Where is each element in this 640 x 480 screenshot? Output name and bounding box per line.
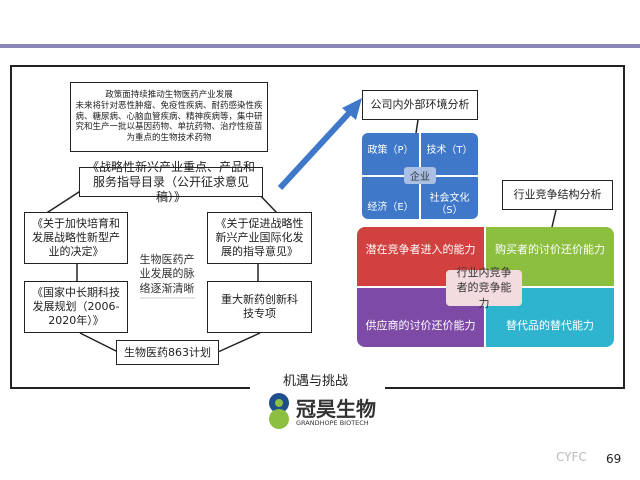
force-center: 行业内竞争者的竞争能力: [446, 266, 522, 310]
policy-line2: 未来将针对恶性肿瘤、免疫性疾病、耐药感染性疾病、糖尿病、心脑血管疾病、精神疾病等…: [75, 101, 263, 143]
logo-en: GRANDHOPE BIOTECH: [296, 419, 369, 427]
arrow-icon: [277, 98, 362, 191]
connector: [217, 332, 261, 353]
logo-icon: [269, 393, 289, 429]
logo: 冠昊生物 GRANDHOPE BIOTECH: [266, 393, 376, 433]
policy-box: 政策面持续推动生物医药产业发展未来将针对恶性肿瘤、免疫性疾病、耐药感染性疾病、糖…: [70, 82, 268, 152]
pest-center: 企业: [404, 167, 436, 184]
connector: [79, 332, 119, 353]
watermark: CYFC: [556, 450, 587, 464]
major-project-box: 重大新药创新科技专项: [207, 281, 312, 333]
pest-s: 社会文化（S）: [421, 177, 478, 219]
plan-863-box: 生物医药863计划: [116, 340, 219, 365]
logo-cn: 冠昊生物: [296, 397, 376, 421]
connector: [551, 209, 557, 228]
policy-line1: 政策面持续推动生物医药产业发展: [105, 90, 233, 101]
frame-title: 机遇与挑战: [283, 374, 349, 389]
industry-analysis-box: 行业竞争结构分析: [502, 180, 613, 210]
pest-e: 经济（E）: [362, 177, 419, 219]
decision-doc-box: 《关于加快培育和发展战略性新型产业的决定》: [24, 212, 128, 264]
force-buyers: 购买者的讨价还价能力: [486, 227, 614, 286]
header-divider: [0, 44, 640, 48]
page-number: 69: [606, 452, 622, 466]
pest-grid: 政策（P） 技术（T） 经济（E） 社会文化（S） 企业: [362, 133, 478, 219]
longterm-plan-box: 《国家中长期科技发展规划（2006-2020年）》: [24, 281, 128, 333]
env-analysis-box: 公司内外部环境分析: [362, 90, 478, 120]
connector: [415, 119, 419, 134]
five-forces-grid: 潜在竞争者进入的能力 购买者的讨价还价能力 供应商的讨价还价能力 替代品的替代能…: [357, 227, 614, 347]
frame-gap: [250, 382, 385, 394]
strategic-catalog-box: 《战略性新兴产业重点、产品和服务指导目录（公开征求意见稿）》: [79, 160, 263, 204]
intl-doc-box: 《关于促进战略性新兴产业国际化发展的指导意见》: [207, 212, 312, 264]
center-text: 生物医药产业发展的脉络逐渐清晰: [139, 253, 195, 295]
connector: [44, 189, 83, 215]
